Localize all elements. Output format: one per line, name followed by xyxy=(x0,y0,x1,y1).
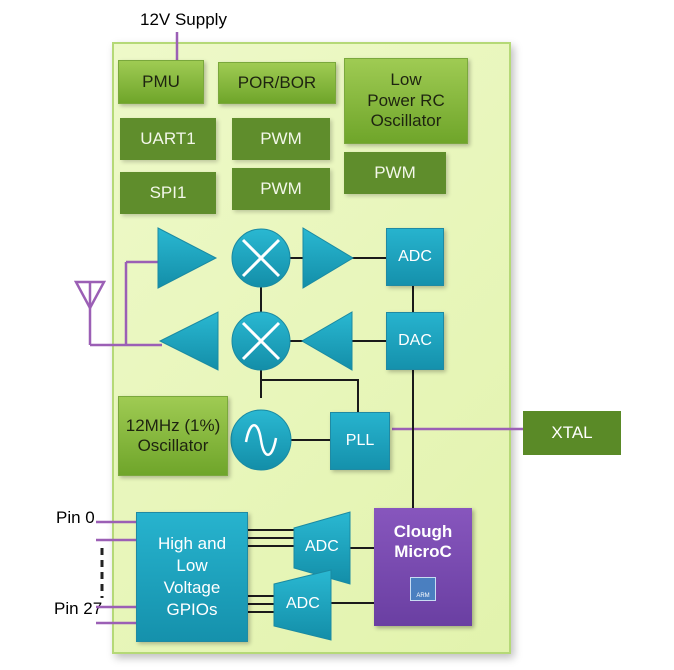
adc-upper-label: ADC xyxy=(305,538,339,555)
xtal-block: XTAL xyxy=(523,411,621,455)
tx-driver-amplifier-icon xyxy=(301,311,353,371)
adc-lower-label: ADC xyxy=(286,595,320,612)
purple-wires xyxy=(73,32,523,625)
arm-logo-icon: ARM xyxy=(410,576,436,601)
pwm-block-1: PWM xyxy=(232,118,330,160)
tx-pa-amplifier-icon xyxy=(158,311,219,371)
mcu-line-2: MicroC xyxy=(394,542,452,562)
12mhz-oscillator-block: 12MHz (1%) Oscillator xyxy=(118,396,228,476)
pmu-block: PMU xyxy=(118,60,204,104)
uart1-block: UART1 xyxy=(120,118,216,160)
rx-mixer-icon xyxy=(231,228,291,288)
lprc-line-1: Low xyxy=(390,70,422,90)
vco-sine-wave-icon xyxy=(230,409,292,471)
pin-27-label: Pin 27 xyxy=(54,599,103,618)
spi1-block: SPI1 xyxy=(120,172,216,214)
pwm-block-3: PWM xyxy=(344,152,446,194)
clough-microc-block: Clough MicroC ARM xyxy=(374,508,472,626)
gpio-line-4: GPIOs xyxy=(166,600,218,620)
adc-upper-shape xyxy=(293,511,351,585)
rx-adc-block: ADC xyxy=(386,228,444,286)
gpio-line-3: Voltage xyxy=(163,578,221,597)
pll-block: PLL xyxy=(330,412,390,470)
low-power-rc-oscillator-block: Low Power RC Oscillator xyxy=(344,58,468,144)
arm-logo-text: ARM xyxy=(416,592,430,599)
rx-if-amplifier-icon xyxy=(302,227,354,289)
pwm-block-2: PWM xyxy=(232,168,330,210)
rx-lna-amplifier-icon xyxy=(157,227,218,289)
tx-dac-block: DAC xyxy=(386,312,444,370)
tx-mixer-icon xyxy=(231,311,291,371)
por-bor-block: POR/BOR xyxy=(218,62,336,104)
adc-lower-shape xyxy=(273,569,332,641)
osc-line-2: Oscillator xyxy=(137,436,209,455)
signal-wires xyxy=(248,257,414,613)
supply-label: 12V Supply xyxy=(140,10,227,29)
gpio-line-2: Low xyxy=(176,555,208,575)
lprc-line-2: Power RC xyxy=(367,90,445,110)
gpio-line-1: High and xyxy=(157,533,227,553)
gpio-block: High and Low Voltage GPIOs xyxy=(136,512,248,642)
osc-line-1: 12MHz (1%) xyxy=(125,415,221,435)
pin-0-label: Pin 0 xyxy=(56,508,95,527)
lprc-line-3: Oscillator xyxy=(370,111,442,131)
mcu-line-1: Clough xyxy=(393,522,453,541)
